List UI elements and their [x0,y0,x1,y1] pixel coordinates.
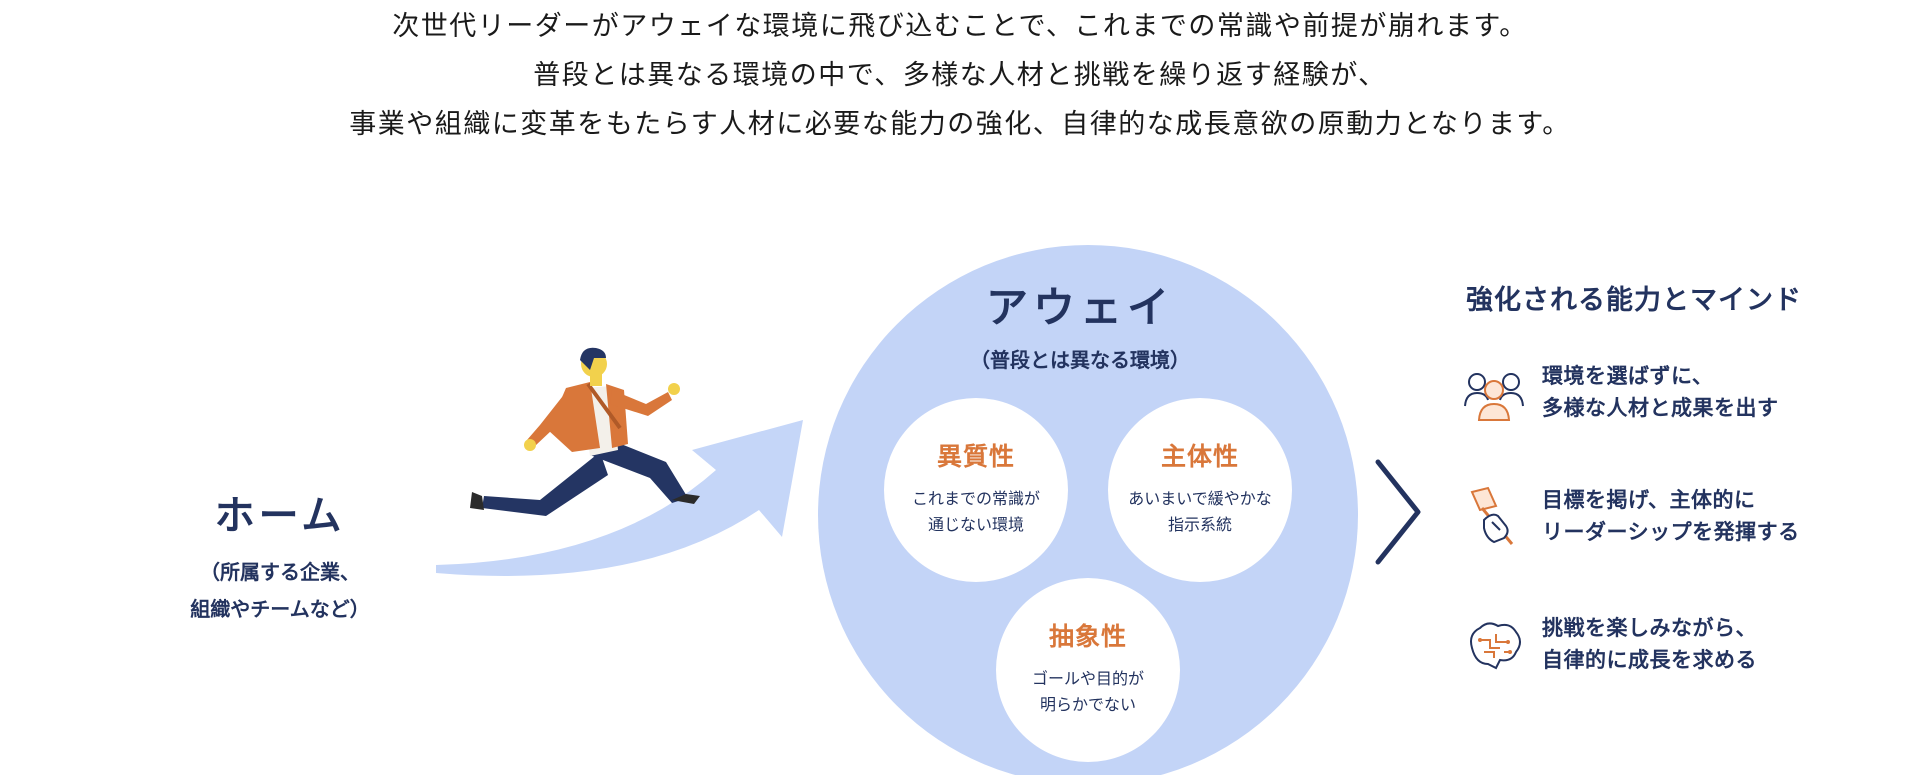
mindset-line: 目標を掲げ、主体的に [1542,488,1756,512]
away-circle [818,245,1358,775]
trait-description: これまでの常識が 通じない環境 [884,486,1068,538]
chevron-right-icon [1375,459,1421,565]
trait-heterogeneity: 異質性 これまでの常識が 通じない環境 [884,398,1068,582]
trait-desc-line: あいまいで緩やかな [1128,489,1272,508]
away-subtitle: （普段とは異なる環境） [970,348,1190,372]
home-subtitle-line-1: （所属する企業、 [200,560,360,584]
trait-desc-line: ゴールや目的が [1031,669,1144,688]
brain-icon [1470,622,1521,670]
running-man-icon [470,347,700,516]
home-title: ホーム [214,493,346,539]
intro-line-1: 次世代リーダーがアウェイな環境に飛び込むことで、これまでの常識や前提が崩れます。 [392,11,1528,42]
home-subtitle-line-2: 組織やチームなど） [190,597,370,621]
mindset-line: 自律的に成長を求める [1542,648,1757,672]
trait-description: ゴールや目的が 明らかでない [996,666,1180,718]
mindset-title: 強化される能力とマインド [1466,285,1802,316]
people-icon [1464,373,1524,421]
trait-autonomy: 主体性 あいまいで緩やかな 指示系統 [1108,398,1292,582]
trait-abstraction: 抽象性 ゴールや目的が 明らかでない [996,578,1180,762]
mindset-text: 目標を掲げ、主体的に リーダーシップを発揮する [1542,484,1902,548]
intro-text: 次世代リーダーがアウェイな環境に飛び込むことで、これまでの常識や前提が崩れます。… [0,2,1920,149]
away-title: アウェイ [985,283,1174,332]
mindset-line: 環境を選ばずに、 [1542,364,1714,388]
mindset-line: 多様な人材と成果を出す [1542,396,1779,420]
curved-arrow [436,420,803,576]
trait-name: 抽象性 [1048,622,1127,651]
trait-name: 主体性 [1160,442,1239,471]
home-subtitle: （所属する企業、 組織やチームなど） [150,554,410,628]
trait-desc-line: 指示系統 [1167,515,1232,534]
home-block: ホーム （所属する企業、 組織やチームなど） [150,488,410,628]
trait-desc-line: 明らかでない [1039,695,1136,714]
mindset-line: 挑戦を楽しみながら、 [1542,616,1757,640]
mindset-text: 環境を選ばずに、 多様な人材と成果を出す [1542,360,1902,424]
intro-line-3: 事業や組織に変革をもたらす人材に必要な能力の強化、自律的な成長意欲の原動力となり… [349,109,1571,140]
mindset-text: 挑戦を楽しみながら、 自律的に成長を求める [1542,612,1902,676]
hand-flag-icon [1470,486,1514,545]
trait-name: 異質性 [936,442,1015,471]
trait-desc-line: これまでの常識が [911,489,1040,508]
intro-line-2: 普段とは異なる環境の中で、多様な人材と挑戦を繰り返す経験が、 [533,60,1387,91]
trait-description: あいまいで緩やかな 指示系統 [1108,486,1292,538]
mindset-line: リーダーシップを発揮する [1542,520,1800,544]
trait-desc-line: 通じない環境 [927,515,1024,534]
